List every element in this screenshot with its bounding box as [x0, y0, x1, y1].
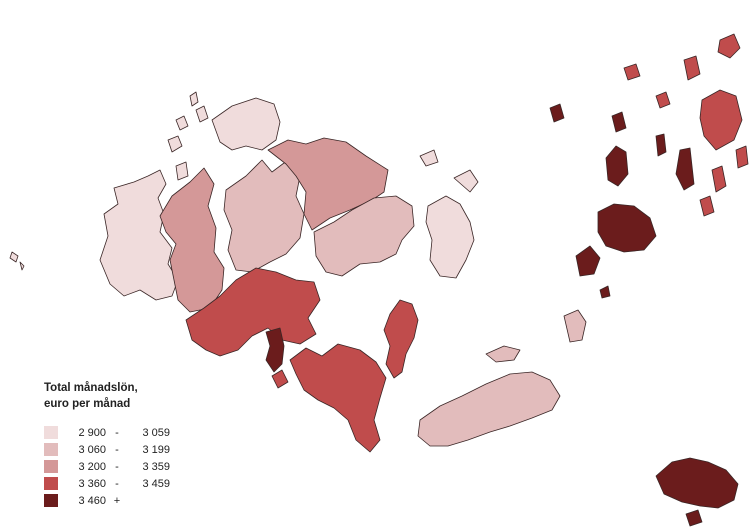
legend-row: 3 200 - 3 359 — [44, 458, 214, 475]
legend-sep: - — [115, 477, 119, 490]
legend-sep: - — [115, 443, 119, 456]
region-southeast-archipelago — [417, 309, 587, 447]
region-east-peninsula — [383, 299, 419, 379]
legend-high: 3 059 — [142, 426, 170, 439]
region-center — [223, 159, 305, 273]
legend-title-line1: Total månadslön, — [44, 382, 138, 394]
region-north-islands — [167, 91, 209, 181]
legend-high: 3 359 — [142, 460, 170, 473]
legend-swatch — [44, 494, 58, 507]
region-west — [9, 169, 179, 301]
region-northeast-archipelago — [623, 33, 749, 217]
region-south-peninsula — [271, 343, 387, 453]
region-east-islands — [419, 149, 479, 279]
legend-low: 3 460 — [78, 494, 106, 507]
region-southeast-corner — [655, 457, 739, 527]
region-capital — [265, 327, 285, 373]
legend-low: 2 900 — [78, 426, 106, 439]
region-south-center — [185, 267, 321, 357]
legend-title-line2: euro per månad — [44, 398, 131, 410]
legend-sep: - — [115, 460, 119, 473]
legend-swatch — [44, 477, 58, 490]
legend-low: 3 060 — [78, 443, 106, 456]
legend-low: 3 360 — [78, 477, 106, 490]
legend-row: 3 060 - 3 199 — [44, 441, 214, 458]
legend-high: 3 459 — [142, 477, 170, 490]
legend-sep: + — [113, 494, 121, 507]
legend-low: 3 200 — [78, 460, 106, 473]
legend-rows: 2 900 - 3 059 3 060 - 3 199 3 200 - 3 35… — [44, 424, 214, 509]
legend-row: 2 900 - 3 059 — [44, 424, 214, 441]
legend-swatch — [44, 460, 58, 473]
region-north-center — [211, 97, 281, 151]
legend-high: 3 199 — [142, 443, 170, 456]
legend-swatch — [44, 426, 58, 439]
map-legend: Total månadslön, euro per månad 2 900 - … — [44, 380, 214, 509]
region-far-east-archipelago — [549, 103, 695, 299]
legend-row: 3 360 - 3 459 — [44, 475, 214, 492]
legend-swatch — [44, 443, 58, 456]
legend-row: 3 460 + — [44, 492, 214, 509]
legend-sep: - — [115, 426, 119, 439]
region-west-center — [159, 167, 225, 313]
region-east-center — [313, 195, 415, 277]
